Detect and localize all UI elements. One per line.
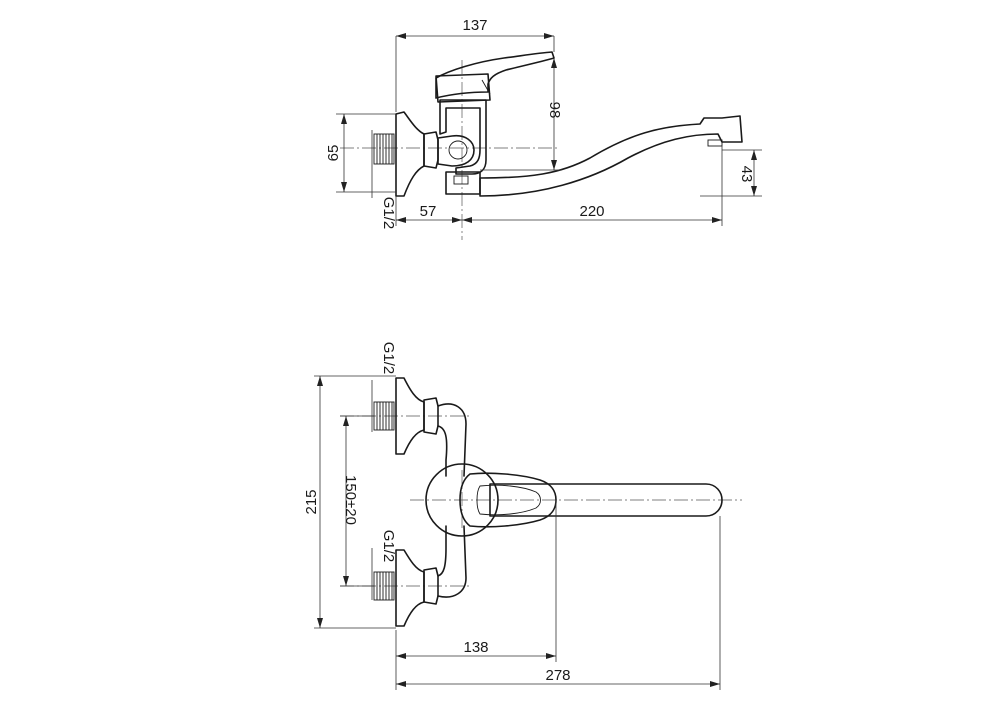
side-valve-body	[439, 99, 487, 175]
top-dim-138: 138	[395, 500, 557, 690]
top-dim-centers-label: 150±20	[342, 475, 359, 525]
top-valve-body	[425, 463, 499, 537]
top-view: G1/2 G1/2 150±20 215	[303, 342, 742, 690]
top-dim-215: 215	[303, 375, 396, 629]
top-spout	[489, 483, 723, 517]
side-dim-43: 43	[700, 149, 762, 197]
side-dim-width-label: 137	[462, 17, 487, 34]
side-dim-65: 65	[325, 113, 396, 193]
side-dim-220: 220	[462, 146, 723, 226]
side-threaded-inlet	[373, 133, 395, 165]
side-view: 137 98 65 G1/2 57	[325, 17, 762, 240]
top-connector-inner	[437, 425, 448, 577]
side-connector-ring	[448, 140, 468, 160]
side-handle-detail	[481, 79, 491, 95]
side-collar-slot	[453, 175, 469, 185]
top-dim-thread-upper-label: G1/2	[380, 342, 397, 375]
side-dim-wall-label: 57	[420, 203, 437, 220]
side-dim-spout-height-label: 43	[738, 166, 755, 183]
top-upper-inlet	[373, 401, 395, 431]
side-cartridge-cap	[435, 73, 491, 103]
side-dim-outlet-label: 65	[325, 145, 342, 162]
top-lower-inlet	[373, 571, 395, 601]
side-dim-98: 98	[480, 58, 563, 171]
top-dim-278: 278	[396, 516, 721, 690]
top-lower-flange	[395, 549, 425, 627]
side-connector	[437, 134, 475, 167]
side-dim-spout-label: 220	[579, 203, 604, 220]
side-spout	[479, 115, 743, 197]
top-dim-total-reach-label: 278	[545, 667, 570, 684]
top-dim-thread-lower-label: G1/2	[380, 530, 397, 563]
side-nut	[423, 131, 439, 169]
top-lever-handle	[459, 472, 557, 528]
side-aerator	[707, 139, 723, 147]
top-dim-total-height-label: 215	[303, 489, 320, 514]
side-dim-thread-label: G1/2	[380, 197, 397, 230]
top-dim-handle-label: 138	[463, 639, 488, 656]
side-dim-57: 57	[395, 196, 462, 226]
top-handle-opening	[476, 484, 541, 516]
side-lever-handle	[435, 51, 555, 99]
side-dim-height-label: 98	[546, 102, 563, 119]
top-dim-150: 150±20	[340, 415, 374, 587]
side-wall-flange	[395, 111, 425, 197]
side-dim-137: 137	[395, 17, 555, 112]
top-connector-body	[437, 403, 467, 598]
side-swivel-collar	[445, 171, 481, 195]
